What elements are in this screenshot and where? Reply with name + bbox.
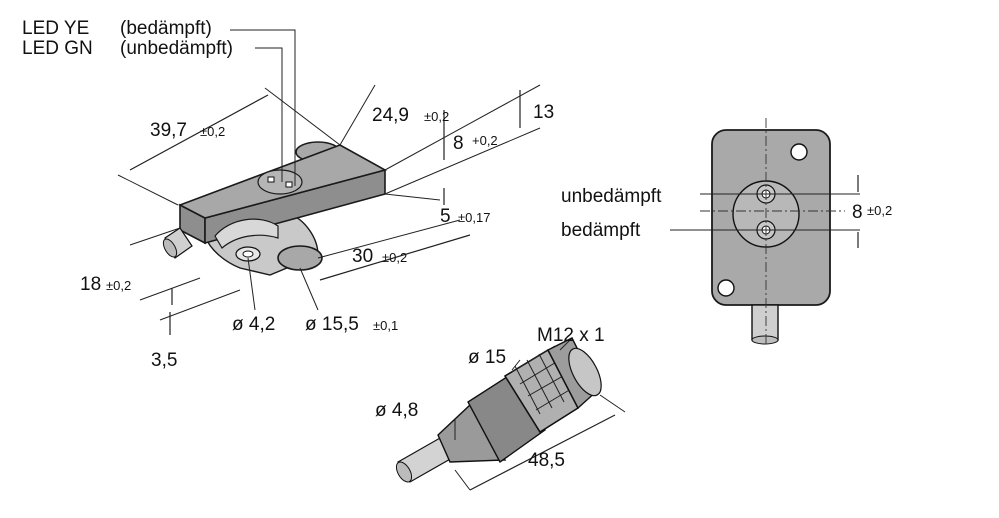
dim-8-side: 8 [852,202,863,223]
strain-relief [437,403,507,463]
connector-cable-end [395,461,413,483]
led-gn-label: LED GN [22,38,93,59]
sensor-front-view [700,118,845,345]
connector-face [568,347,602,397]
led-ye-icon [267,176,275,183]
labels-right: unbedämpft bedämpft 8 ±0,2 [561,186,892,241]
dim-8-side-tol: ±0,2 [867,203,892,218]
dim-3-5: 3,5 [151,350,177,371]
dim-18: 18 [80,274,101,295]
dim-4-8: ø 4,8 [375,400,418,421]
dim-39-7-tol: ±0,2 [200,124,225,139]
bedaempft-label: bedämpft [561,220,641,241]
dim-39-7: 39,7 [150,120,187,141]
front-cable-end [751,335,779,345]
dim-15-5: ø 15,5 [305,314,359,335]
led-ye-state: (bedämpft) [120,18,212,39]
dimension-lines-connector [454,339,626,491]
dim-18-tol: ±0,2 [106,278,131,293]
cable-end [162,238,178,258]
dim-30: 30 [352,246,373,267]
led-ye-label: LED YE [22,18,89,39]
dim-4-2: ø 4,2 [232,314,275,335]
bottom-boss [277,245,323,271]
dim-8-top: 8 [453,133,464,154]
corner-hole-icon [790,143,808,161]
led-gn-icon [285,181,293,188]
dim-5-tol: ±0,17 [458,210,490,225]
dim-m12: M12 x 1 [537,325,605,346]
labels-left: LED YE (bedämpft) LED GN (unbedämpft) 39… [22,18,554,371]
mounting-hole-inner [242,250,254,258]
dim-5: 5 [440,206,451,227]
led-gn-state: (unbedämpft) [120,38,233,59]
knurl-pattern [511,345,577,415]
labels-connector: M12 x 1 ø 15 ø 4,8 48,5 [375,325,605,471]
dim-13: 13 [533,102,554,123]
dim-15: ø 15 [468,347,506,368]
dimension-lines-right [670,175,860,248]
connector-body [467,374,546,464]
front-notch [214,218,279,249]
led-leaders [230,29,296,186]
dim-48-5: 48,5 [528,450,565,471]
dim-24-9: 24,9 [372,105,409,126]
dim-15-5-tol: ±0,1 [373,318,398,333]
corner-hole-icon [717,279,735,297]
unbedaempft-label: unbedämpft [561,186,662,207]
dim-8-top-tol: +0,2 [472,133,498,148]
front-cable [751,304,779,341]
dim-24-9-tol: ±0,2 [424,109,449,124]
dimension-lines-left [117,84,541,335]
led-window [257,169,303,195]
dim-30-tol: ±0,2 [382,250,407,265]
connector-view [395,337,602,483]
